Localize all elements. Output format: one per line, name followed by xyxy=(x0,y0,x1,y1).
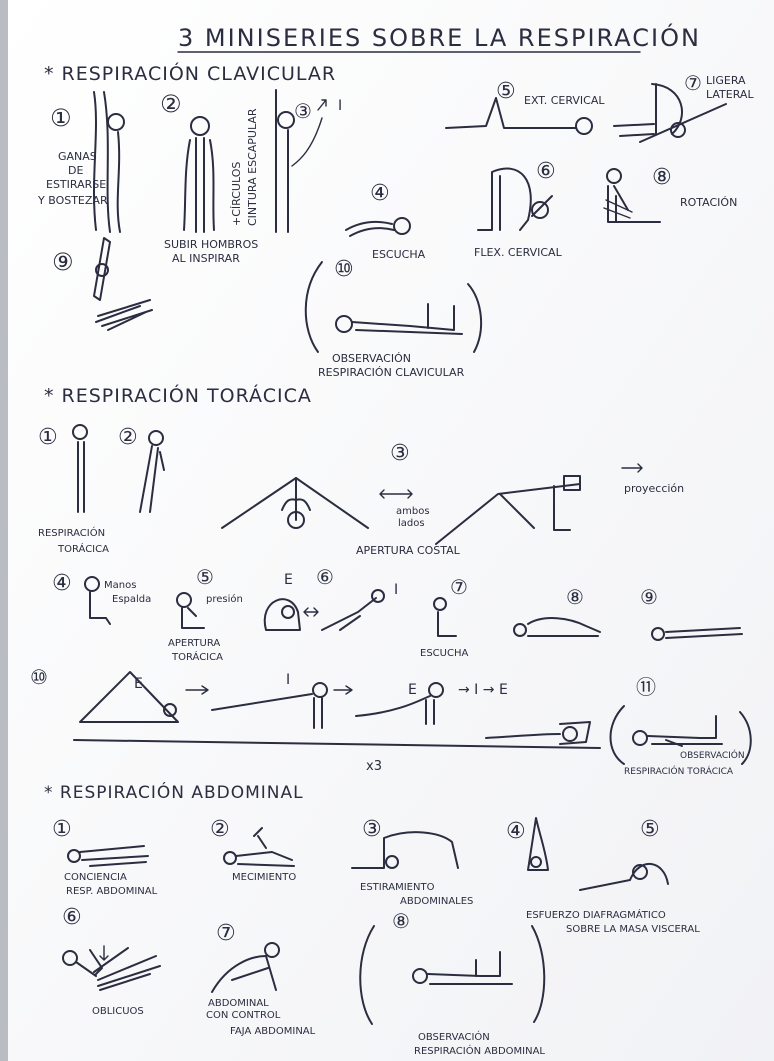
clav-label-escucha: ESCUCHA xyxy=(372,248,426,261)
clav-label-flex-cervical: FLEX. CERVICAL xyxy=(474,246,563,259)
tor-number-4: ④ xyxy=(52,571,72,596)
tor-label-e-2: E xyxy=(134,676,143,692)
tor-label-respiracion-toracica: RESPIRACIÓN TORÁCICA xyxy=(624,765,734,777)
tor-number-7: ⑦ xyxy=(450,575,468,599)
tor-number-9: ⑨ xyxy=(640,585,658,609)
clav-label-ganas-1: GANAS xyxy=(58,150,97,163)
tor-label-i-e: → I → E xyxy=(458,682,508,698)
abd-label-faja: FAJA ABDOMINAL xyxy=(230,1026,316,1037)
clav-number-9: ⑨ xyxy=(52,248,74,276)
abd-label-estiramiento: ESTIRAMIENTO xyxy=(360,882,435,893)
tor-label-observacion: OBSERVACIÓN xyxy=(680,749,745,761)
section-heading-clavicular: * RESPIRACIÓN CLAVICULAR xyxy=(44,61,336,85)
clav-number-5: ⑤ xyxy=(496,79,516,104)
tor-label-e: E xyxy=(284,572,293,588)
clav-number-4: ④ xyxy=(370,181,390,206)
tor-label-toracica: TORÁCICA xyxy=(57,542,109,555)
clav-label-subir-2: AL INSPIRAR xyxy=(172,252,240,265)
tor-label-toracica-2: TORÁCICA xyxy=(171,650,223,663)
clav-label-ligera: LIGERA xyxy=(706,74,746,87)
tor-label-i-2: I xyxy=(286,672,290,688)
tor-label-e-3: E xyxy=(408,682,417,698)
clav-label-i: I xyxy=(338,98,342,114)
abd-label-abdominales: ABDOMINALES xyxy=(400,896,473,907)
paper xyxy=(8,0,774,1061)
clav-number-10: ⑩ xyxy=(334,257,354,282)
tor-number-2: ② xyxy=(118,425,138,450)
tor-number-3: ③ xyxy=(390,441,410,466)
tor-number-1: ① xyxy=(38,425,58,450)
clav-label-circulos-1: +CÍRCULOS xyxy=(230,162,243,226)
clav-label-subir-1: SUBIR HOMBROS xyxy=(164,238,258,251)
tor-label-apertura: APERTURA xyxy=(168,638,220,649)
tor-number-10: ⑩ xyxy=(30,665,48,689)
tor-label-apertura-costal: APERTURA COSTAL xyxy=(356,544,461,557)
tor-number-8: ⑧ xyxy=(566,585,584,609)
abd-number-2: ② xyxy=(210,817,230,842)
clav-label-observacion: OBSERVACIÓN xyxy=(332,352,411,365)
clav-label-ganas-3: ESTIRARSE xyxy=(46,178,106,191)
tor-label-proyeccion: proyección xyxy=(624,482,684,495)
abd-label-abdominal: ABDOMINAL xyxy=(208,998,269,1009)
clav-label-rotacion: ROTACIÓN xyxy=(680,196,737,209)
abd-number-6: ⑥ xyxy=(62,905,82,930)
clav-label-ext-cervical: EXT. CERVICAL xyxy=(524,94,605,107)
clav-number-7: ⑦ xyxy=(684,71,702,95)
tor-label-lados: lados xyxy=(398,518,425,529)
clav-label-ganas-4: Y BOSTEZAR xyxy=(37,194,108,207)
clav-label-ganas-2: DE xyxy=(68,164,83,177)
abd-number-5: ⑤ xyxy=(640,817,660,842)
tor-label-presion: presión xyxy=(206,593,243,605)
abd-label-mecimiento: MECIMIENTO xyxy=(232,872,296,883)
clav-number-2: ② xyxy=(160,90,182,118)
tor-label-ambos: ambos xyxy=(396,506,430,517)
abd-number-7: ⑦ xyxy=(216,921,236,946)
clav-number-8: ⑧ xyxy=(652,165,672,190)
abd-number-4: ④ xyxy=(506,819,526,844)
tor-label-escucha: ESCUCHA xyxy=(420,648,468,659)
tor-label-x3: x3 xyxy=(366,759,382,774)
clav-number-3: ③ xyxy=(294,99,312,123)
tor-number-5: ⑤ xyxy=(196,565,214,589)
abd-label-observacion: OBSERVACIÓN xyxy=(418,1030,490,1043)
page-title: 3 MINISERIES SOBRE LA RESPIRACIÓN xyxy=(178,22,701,52)
clav-label-lateral: LATERAL xyxy=(706,88,754,101)
clav-label-circulos-2: CINTURA ESCAPULAR xyxy=(246,108,259,226)
abd-number-3: ③ xyxy=(362,817,382,842)
abd-number-8: ⑧ xyxy=(392,909,410,933)
abd-label-conciencia: CONCIENCIA xyxy=(64,872,127,883)
tor-label-i: I xyxy=(394,582,398,598)
abd-label-respiracion-abdominal: RESPIRACIÓN ABDOMINAL xyxy=(414,1044,545,1057)
tor-number-6: ⑥ xyxy=(316,565,334,589)
tor-label-manos: Manos xyxy=(104,580,136,591)
section-heading-abdominal: * RESPIRACIÓN ABDOMINAL xyxy=(44,781,304,803)
section-heading-toracica: * RESPIRACIÓN TORÁCICA xyxy=(44,383,312,407)
abd-label-con-control: CON CONTROL xyxy=(206,1010,281,1021)
tor-label-respiracion: RESPIRACIÓN xyxy=(38,526,105,539)
abd-number-1: ① xyxy=(52,817,72,842)
clav-number-1: ① xyxy=(50,104,72,132)
clav-number-6: ⑥ xyxy=(536,159,556,184)
clav-label-respiracion-clavicular: RESPIRACIÓN CLAVICULAR xyxy=(318,366,465,379)
abd-label-resp-abdominal: RESP. ABDOMINAL xyxy=(66,886,158,897)
abd-label-masa-visceral: SOBRE LA MASA VISCERAL xyxy=(566,924,700,935)
tor-number-11: ⑪ xyxy=(636,675,656,699)
abd-label-oblicuos: OBLICUOS xyxy=(92,1006,144,1017)
abd-label-esfuerzo: ESFUERZO DIAFRAGMÁTICO xyxy=(526,908,666,921)
tor-label-espalda: Espalda xyxy=(112,594,151,605)
